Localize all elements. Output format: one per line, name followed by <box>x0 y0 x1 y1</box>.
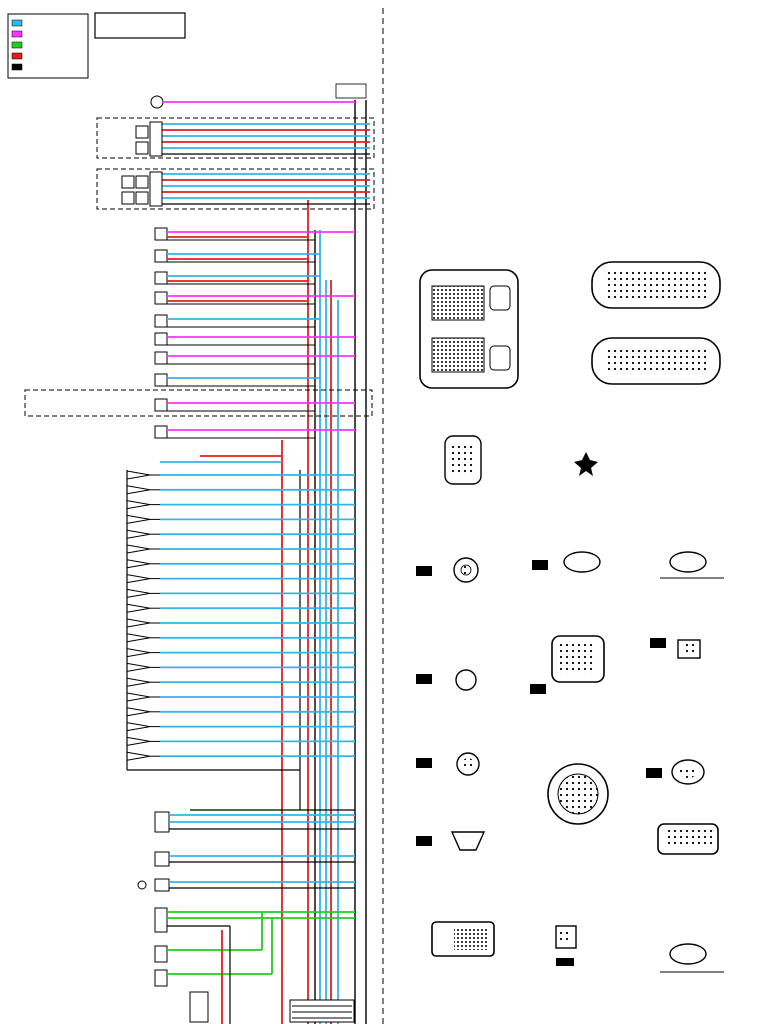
switch-contact <box>126 588 151 598</box>
wire-color-legend <box>7 13 89 79</box>
legend-swatch <box>11 19 23 27</box>
wide-rect-plug-view <box>431 921 495 957</box>
sensor-group-a <box>96 117 375 159</box>
switch-input-ladder <box>126 455 355 771</box>
switch-contact <box>126 736 151 746</box>
component-connector <box>154 291 168 305</box>
switch-contact <box>126 514 151 524</box>
legend-swatch <box>11 30 23 38</box>
component-connector <box>154 398 168 412</box>
switch-contact <box>126 544 151 554</box>
small-square-plug-view-2 <box>555 925 577 966</box>
lower-component-rows <box>137 809 355 1024</box>
switch-contact <box>126 751 151 761</box>
square-plug-view <box>444 435 482 485</box>
switch-contact <box>126 707 151 717</box>
switch-contact <box>126 529 151 539</box>
switch-contact <box>126 662 151 672</box>
round-plug-view-3 <box>416 752 480 776</box>
switch-contact <box>126 485 151 495</box>
component-connector <box>154 373 168 387</box>
connector-views <box>416 261 724 973</box>
highlighted-circuit-box <box>24 389 373 417</box>
legend-swatch <box>11 52 23 60</box>
oval-plug-view-2 <box>660 551 724 579</box>
title-block <box>94 12 186 39</box>
component-connector <box>154 227 168 241</box>
small-square-plug-view-1 <box>650 638 701 659</box>
small-star-view <box>574 452 598 476</box>
large-round-plug-view <box>547 763 609 825</box>
oval-plug-view-4 <box>660 943 724 973</box>
switch-contact <box>126 603 151 613</box>
switch-contact <box>126 500 151 510</box>
harness-trunk <box>281 83 367 1024</box>
round-plug-view-4 <box>416 831 486 851</box>
oval-plug-view-3 <box>646 759 705 785</box>
component-connector <box>154 332 168 346</box>
switch-contact <box>126 618 151 628</box>
component-connector <box>154 271 168 285</box>
round-plug-view-2 <box>416 669 477 691</box>
component-connector <box>154 425 168 439</box>
oval-plug-view-1 <box>532 551 601 573</box>
switch-contact <box>126 692 151 702</box>
switch-contact <box>126 677 151 687</box>
legend-swatch <box>11 63 23 71</box>
switch-contact <box>126 722 151 732</box>
wide-connector-bottom <box>591 337 721 385</box>
rect-plug-view <box>657 823 719 855</box>
legend-swatch <box>11 41 23 49</box>
switch-contact <box>126 574 151 584</box>
tall-rect-plug-view <box>530 635 605 694</box>
component-connector <box>154 314 168 328</box>
left-component-rows <box>154 227 355 439</box>
component-connector <box>154 351 168 365</box>
switch-contact <box>126 648 151 658</box>
wide-connector-top <box>591 261 721 309</box>
switch-contact <box>126 633 151 643</box>
component-connector <box>154 249 168 263</box>
sensor-group-b <box>96 168 375 210</box>
top-sensor-circuit <box>150 95 355 109</box>
switch-contact <box>126 470 151 480</box>
switch-contact <box>126 559 151 569</box>
ecm-connector-view <box>419 269 519 389</box>
round-plug-view-1 <box>416 557 479 583</box>
